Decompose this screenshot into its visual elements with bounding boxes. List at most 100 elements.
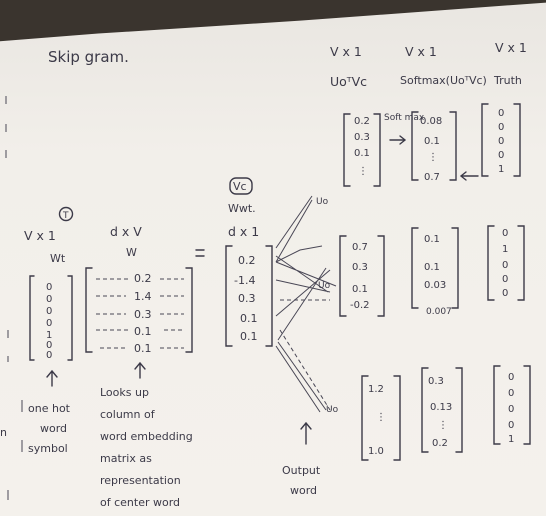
matrix-caption-line: column of bbox=[100, 408, 156, 421]
equals-sign bbox=[195, 249, 205, 257]
row3-prob: 0.3 bbox=[428, 376, 444, 387]
marker-t: T bbox=[62, 211, 69, 221]
input-value: 0 bbox=[46, 340, 52, 351]
matrix-brackets bbox=[85, 267, 193, 353]
row1-truth: 0 bbox=[498, 136, 504, 147]
row1-score: 0.3 bbox=[354, 132, 370, 143]
up-arrow-icon bbox=[46, 369, 58, 387]
row2-prob: 0.1 bbox=[424, 234, 440, 245]
center-value: 0.3 bbox=[238, 292, 256, 305]
input-values: 0 0 0 0 1 0 0 bbox=[46, 282, 52, 361]
header-dim-2: V x 1 bbox=[405, 44, 437, 59]
row3-truth: 0 bbox=[508, 388, 514, 399]
row2-score: 0.7 bbox=[352, 242, 368, 253]
matrix-dashes bbox=[96, 278, 184, 349]
row1-truth: 1 bbox=[498, 164, 504, 175]
header-dim-3: V x 1 bbox=[495, 40, 527, 55]
row2-prob: 0.007 bbox=[426, 307, 452, 317]
center-value: 0.2 bbox=[238, 254, 256, 267]
matrix-caption-line: representation bbox=[100, 474, 181, 487]
row3-prob-brackets bbox=[421, 367, 463, 453]
matrix-value: 0.3 bbox=[134, 308, 152, 321]
row2-score: -0.2 bbox=[350, 300, 370, 311]
header-name-scores: UoᵀVc bbox=[330, 74, 367, 89]
center-caption-1: Output bbox=[282, 464, 321, 477]
matrix-caption-line: word embedding bbox=[100, 430, 193, 443]
input-value: 1 bbox=[46, 330, 52, 341]
row1-score: ⋮ bbox=[358, 166, 368, 177]
input-caption-1: one hot bbox=[28, 402, 71, 415]
connector-lines bbox=[275, 195, 337, 413]
input-value: 0 bbox=[46, 350, 52, 361]
row2-truth: 0 bbox=[502, 288, 508, 299]
center-value: 0.1 bbox=[240, 312, 258, 325]
header-name-truth: Truth bbox=[493, 74, 522, 87]
row3-label: Uo bbox=[326, 405, 339, 415]
row2-score-brackets bbox=[339, 235, 385, 317]
right-arrow-icon bbox=[389, 135, 407, 145]
row2-score: 0.1 bbox=[352, 284, 368, 295]
center-brackets bbox=[225, 245, 273, 347]
row1-prob: ⋮ bbox=[428, 152, 438, 163]
row3-score: 1.2 bbox=[368, 384, 384, 395]
up-arrow-icon bbox=[134, 361, 146, 379]
row3-score: ⋮ bbox=[376, 412, 386, 423]
row2-truth-brackets bbox=[487, 225, 525, 301]
matrix-name: W bbox=[126, 246, 137, 259]
matrix-caption-line: of center word bbox=[100, 496, 180, 509]
center-value: 0.1 bbox=[240, 330, 258, 343]
input-value: 0 bbox=[46, 318, 52, 329]
input-brackets bbox=[29, 275, 73, 361]
row2-truth: 0 bbox=[502, 228, 508, 239]
matrix-value: 1.4 bbox=[134, 290, 152, 303]
row2-truth: 1 bbox=[502, 244, 508, 255]
page-title: Skip gram. bbox=[48, 48, 129, 66]
matrix-dim: d x V bbox=[110, 224, 142, 239]
row3-truth-brackets bbox=[493, 365, 531, 445]
row1-score: 0.2 bbox=[354, 116, 370, 127]
row1-score-brackets bbox=[343, 113, 381, 187]
matrix-value: 0.2 bbox=[134, 272, 152, 285]
row2-truth: 0 bbox=[502, 274, 508, 285]
row1-truth: 0 bbox=[498, 108, 504, 119]
row3-truth: 0 bbox=[508, 404, 514, 415]
input-value: 0 bbox=[46, 294, 52, 305]
matrix-values: 0.2 1.4 0.3 0.1 0.1 bbox=[134, 272, 152, 355]
row3-truth: 0 bbox=[508, 372, 514, 383]
row1-prob: 0.1 bbox=[424, 136, 440, 147]
matrix-caption: Looks up column of word embedding matrix… bbox=[100, 386, 193, 509]
left-arrow-icon bbox=[459, 171, 479, 181]
row3-prob: 0.13 bbox=[430, 402, 452, 413]
row1-truth: 0 bbox=[498, 150, 504, 161]
row1-prob-brackets bbox=[411, 111, 457, 181]
header-name-softmax: Softmax(UoᵀVc) bbox=[400, 74, 487, 87]
matrix-value: 0.1 bbox=[134, 342, 152, 355]
marker-circle-t bbox=[58, 206, 74, 222]
input-caption-2: word bbox=[40, 422, 67, 435]
margin-letter: n bbox=[0, 426, 7, 439]
up-arrow-icon bbox=[300, 421, 312, 445]
input-caption-3: symbol bbox=[28, 442, 68, 455]
row3-score: 1.0 bbox=[368, 446, 384, 457]
header-dim-1: V x 1 bbox=[330, 44, 362, 59]
center-marker: Vc bbox=[233, 180, 247, 193]
input-value: 0 bbox=[46, 282, 52, 293]
matrix-caption-line: Looks up bbox=[100, 386, 149, 399]
input-dim: V x 1 bbox=[24, 228, 56, 243]
row3-prob: 0.2 bbox=[432, 438, 448, 449]
row2-label: Uo bbox=[318, 281, 331, 291]
center-name: Wwt. bbox=[228, 202, 256, 215]
row1-truth: 0 bbox=[498, 122, 504, 133]
matrix-value: 0.1 bbox=[134, 325, 152, 338]
center-dim: d x 1 bbox=[228, 224, 259, 239]
row2-prob: 0.03 bbox=[424, 280, 446, 291]
row2-truth: 0 bbox=[502, 260, 508, 271]
input-value: 0 bbox=[46, 306, 52, 317]
row3-truth: 0 bbox=[508, 420, 514, 431]
input-name: Wt bbox=[50, 252, 66, 265]
row1-softmax-label: Soft max bbox=[384, 113, 425, 123]
matrix-caption-line: matrix as bbox=[100, 452, 152, 465]
row1-label: Uo bbox=[316, 197, 329, 207]
